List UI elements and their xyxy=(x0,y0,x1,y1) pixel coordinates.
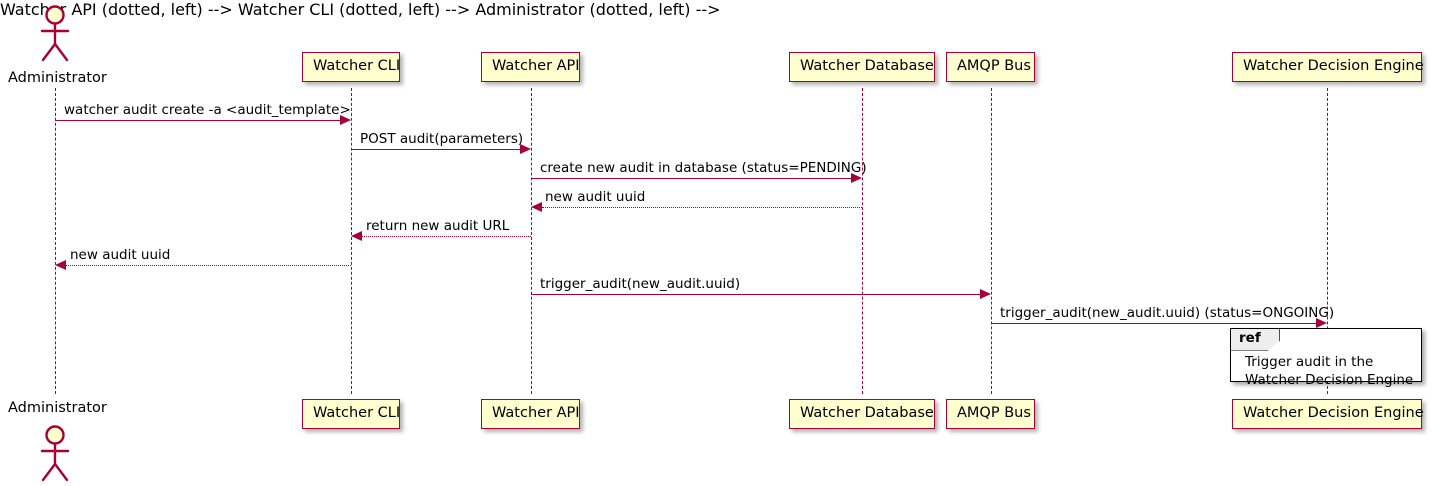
ref-fragment-keyword: ref xyxy=(1231,329,1280,351)
participant-label-watcher-api-bottom: Watcher API xyxy=(492,405,580,421)
participant-box-amqp-bus-top[interactable]: AMQP Bus xyxy=(946,52,1035,82)
actor-label-administrator-bottom: Administrator xyxy=(8,400,107,416)
message-arrowhead-4 xyxy=(531,202,542,212)
lifeline-administrator xyxy=(55,88,56,394)
ref-fragment-trigger-audit: ref Trigger audit in the Watcher Decisio… xyxy=(1230,328,1422,388)
message-label-5: return new audit URL xyxy=(366,218,510,234)
lifeline-amqp-bus xyxy=(991,88,992,394)
participant-label-watcher-cli-bottom: Watcher CLI xyxy=(313,405,401,421)
participant-label-watcher-database-bottom: Watcher Database xyxy=(800,405,934,421)
message-line-7 xyxy=(531,294,980,295)
participant-box-watcher-database-bottom[interactable]: Watcher Database xyxy=(789,399,935,429)
participant-box-watcher-decision-engine-bottom[interactable]: Watcher Decision Engine xyxy=(1232,399,1424,429)
message-line-5 xyxy=(362,236,531,237)
message-label-1: watcher audit create -a <audit_template> xyxy=(64,102,351,118)
message-label-4: new audit uuid xyxy=(545,189,646,205)
message-label-6: new audit uuid xyxy=(70,247,171,263)
participant-label-watcher-decision-engine-bottom: Watcher Decision Engine xyxy=(1243,405,1424,421)
participant-label-watcher-decision-engine-top: Watcher Decision Engine xyxy=(1243,58,1424,74)
participant-box-watcher-database-top[interactable]: Watcher Database xyxy=(789,52,935,82)
actor-label-administrator-top: Administrator xyxy=(8,70,107,86)
message-arrowhead-7 xyxy=(980,289,991,299)
participant-label-watcher-cli-top: Watcher CLI xyxy=(313,58,401,74)
participant-label-watcher-database-top: Watcher Database xyxy=(800,58,934,74)
message-label-7: trigger_audit(new_audit.uuid) xyxy=(540,276,741,292)
participant-box-watcher-api-bottom[interactable]: Watcher API xyxy=(481,399,580,429)
participant-label-watcher-api-top: Watcher API xyxy=(492,58,580,74)
participant-box-watcher-cli-top[interactable]: Watcher CLI xyxy=(302,52,400,82)
actor-stick-figure-icon xyxy=(40,5,70,62)
message-arrowhead-2 xyxy=(520,144,531,154)
message-arrowhead-3 xyxy=(851,173,862,183)
message-line-6 xyxy=(66,265,351,266)
actor-administrator-bottom xyxy=(35,424,75,482)
lifeline-watcher-database xyxy=(862,88,863,394)
participant-box-amqp-bus-bottom[interactable]: AMQP Bus xyxy=(946,399,1035,429)
ref-fragment-body: Trigger audit in the Watcher Decision En… xyxy=(1245,354,1414,389)
message-arrowhead-8 xyxy=(1316,318,1327,328)
message-arrowhead-1 xyxy=(340,115,351,125)
message-arrowhead-5 xyxy=(351,231,362,241)
message-label-2: POST audit(parameters) xyxy=(360,131,524,147)
lifeline-watcher-cli xyxy=(351,88,352,394)
message-line-1 xyxy=(55,120,340,121)
message-line-4 xyxy=(542,207,862,208)
lifeline-watcher-api xyxy=(531,88,532,394)
participant-box-watcher-api-top[interactable]: Watcher API xyxy=(481,52,580,82)
message-line-8 xyxy=(991,323,1316,324)
actor-administrator-top xyxy=(35,4,75,62)
lifeline-watcher-decision-engine xyxy=(1327,88,1328,394)
message-label-8: trigger_audit(new_audit.uuid) (status=ON… xyxy=(1000,305,1335,321)
participant-label-amqp-bus-bottom: AMQP Bus xyxy=(957,405,1031,421)
message-line-3 xyxy=(531,178,851,179)
participant-box-watcher-cli-bottom[interactable]: Watcher CLI xyxy=(302,399,400,429)
participant-label-amqp-bus-top: AMQP Bus xyxy=(957,58,1031,74)
participant-box-watcher-decision-engine-top[interactable]: Watcher Decision Engine xyxy=(1232,52,1424,82)
message-line-2 xyxy=(351,149,520,150)
actor-stick-figure-icon xyxy=(40,425,70,482)
message-label-3: create new audit in database (status=PEN… xyxy=(540,160,867,176)
message-arrowhead-6 xyxy=(55,260,66,270)
